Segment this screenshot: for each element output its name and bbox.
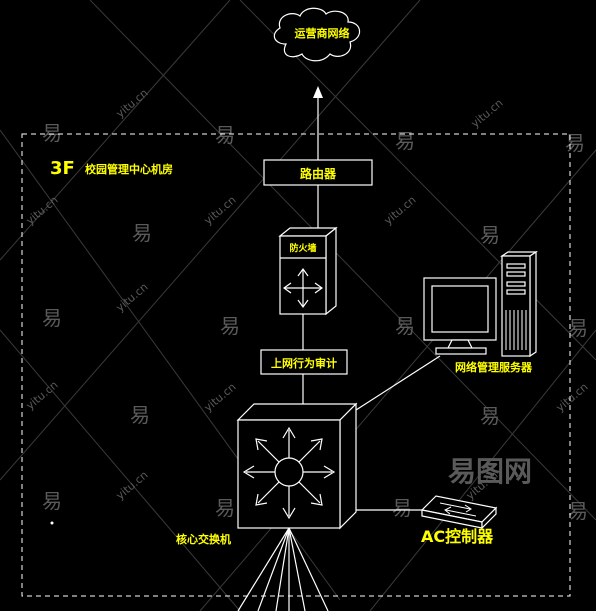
watermark-site: yitu.cn (24, 378, 61, 412)
watermark-char: 易 (42, 489, 62, 513)
watermark-site: yitu.cn (202, 380, 239, 414)
arrow-up-icon (313, 86, 323, 98)
cloud-icon (273, 7, 361, 62)
watermark-site: yitu.cn (114, 86, 151, 120)
watermark-site: yitu.cn (114, 280, 151, 314)
router-label: 路由器 (300, 166, 337, 181)
firewall-device: 防火墙 (278, 226, 338, 316)
firewall-label: 防火墙 (289, 242, 316, 254)
watermark-char: 易 (130, 403, 150, 427)
ac-controller-device (420, 495, 498, 530)
audit-label: 上网行为审计 (271, 356, 337, 370)
server-label: 网络管理服务器 (455, 360, 533, 374)
ac-controller-label: AC控制器 (421, 527, 494, 546)
watermark-char: 易 (565, 131, 585, 155)
watermark-char: 易 (395, 314, 415, 338)
watermark-brand: 易图网 (448, 455, 532, 488)
watermark-char: 易 (395, 129, 415, 153)
watermark-char: 易 (480, 404, 500, 428)
watermark-char: 易 (568, 499, 588, 523)
watermark-char: 易 (392, 496, 412, 520)
watermark-site: yitu.cn (382, 193, 419, 227)
watermark-site: yitu.cn (554, 380, 591, 414)
watermark-char: 易 (215, 496, 235, 520)
watermark-char: 易 (568, 316, 588, 340)
watermark-char: 易 (215, 123, 235, 147)
dot-mark (50, 521, 54, 525)
server-device (423, 250, 538, 358)
core-switch-label: 核心交换机 (176, 532, 231, 546)
radial-arrows-icon (242, 426, 336, 520)
four-arrows-icon (282, 267, 324, 309)
watermark-site: yitu.cn (202, 193, 239, 227)
downlink-lines (237, 527, 329, 611)
watermark-site: yitu.cn (114, 468, 151, 502)
room-label: 校园管理中心机房 (85, 162, 173, 176)
watermark-char: 易 (42, 121, 62, 145)
floor-label: 3F (50, 158, 75, 179)
watermark-char: 易 (42, 306, 62, 330)
watermark-char: 易 (480, 223, 500, 247)
room-boundary (21, 133, 571, 597)
watermark-char: 易 (220, 314, 240, 338)
core-switch-device (236, 402, 358, 530)
audit-box (260, 349, 348, 375)
watermark-site: yitu.cn (24, 193, 61, 227)
cloud-label: 运营商网络 (295, 26, 350, 40)
watermark-char: 易 (132, 221, 152, 245)
server-to-switch-line (355, 355, 441, 411)
watermark-site: yitu.cn (469, 96, 506, 130)
